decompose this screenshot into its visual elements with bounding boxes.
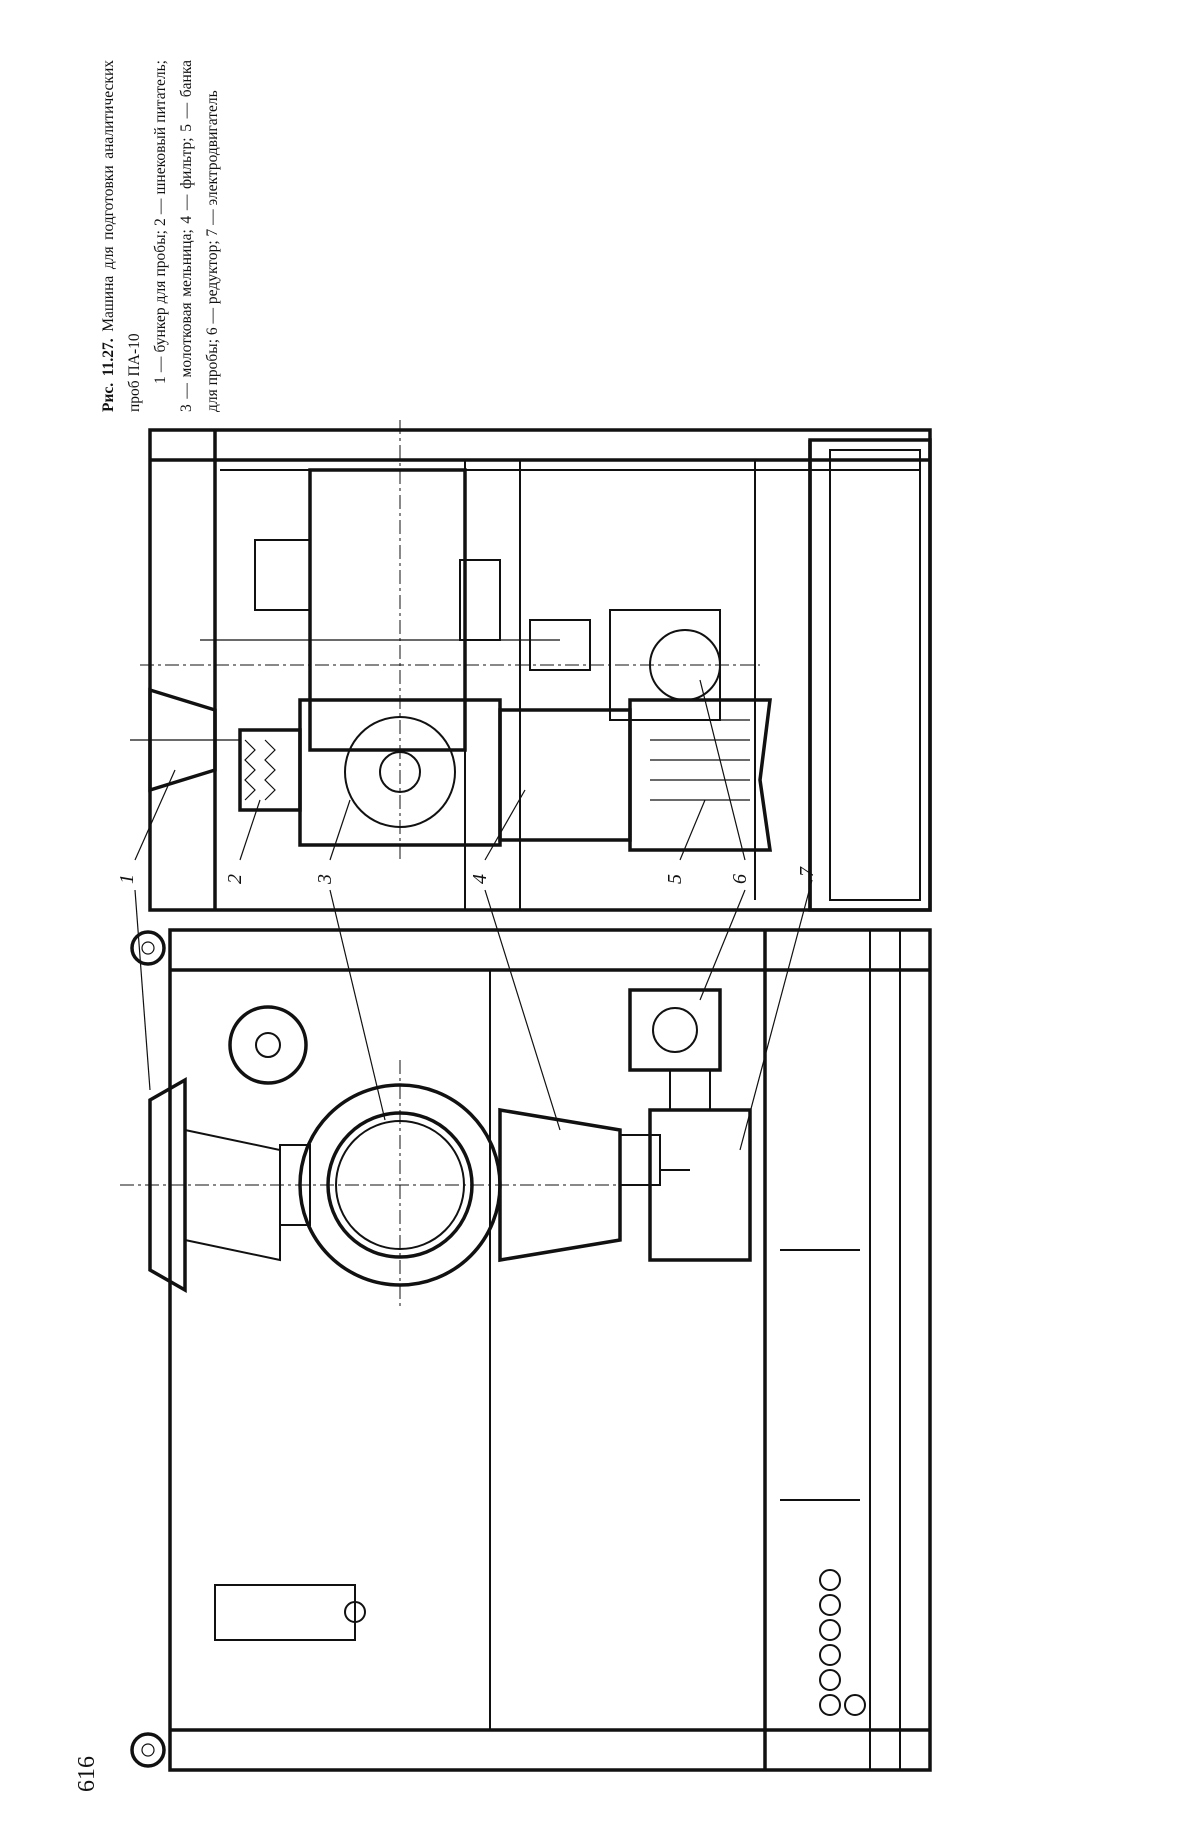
- motor-housing-top: [310, 470, 465, 750]
- callout-4: 4: [469, 874, 491, 884]
- front-frame: [170, 930, 930, 1770]
- lifting-eye-icon: [132, 1734, 164, 1766]
- front-view: [120, 930, 930, 1770]
- auger-feeder-section: [240, 730, 300, 810]
- callout-5: 5: [664, 874, 686, 884]
- callouts: 1 2 3 4 5 6 7: [116, 680, 818, 1150]
- lifting-eye-icon: [132, 932, 164, 964]
- control-buttons: [820, 1570, 865, 1715]
- callout-6: 6: [729, 874, 751, 884]
- electric-motor-front: [650, 1110, 750, 1260]
- sample-jar-section: [630, 700, 770, 850]
- reducer-front: [630, 990, 720, 1070]
- page-number: 616: [74, 1756, 101, 1792]
- callout-2: 2: [224, 874, 246, 884]
- callout-3: 3: [314, 874, 336, 885]
- callout-7: 7: [796, 866, 818, 877]
- base-plate: [810, 440, 930, 910]
- section-view: [130, 420, 930, 910]
- callout-1: 1: [116, 874, 138, 884]
